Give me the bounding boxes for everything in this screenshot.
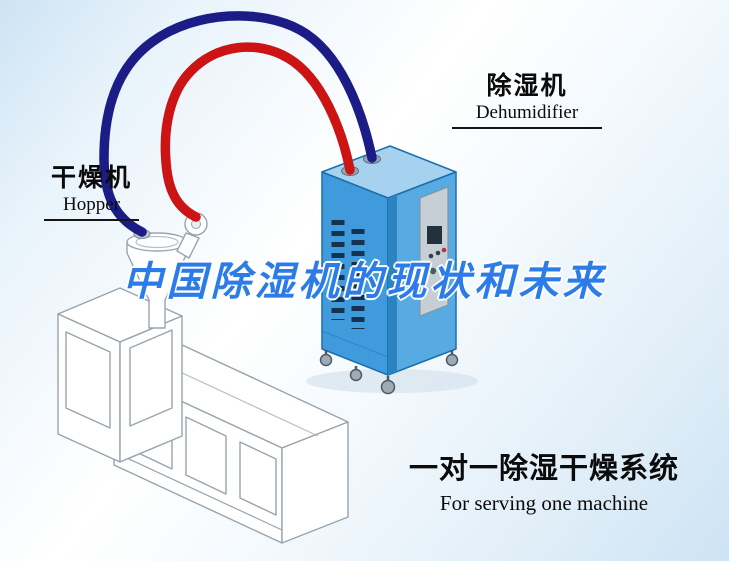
door-panel: [239, 441, 277, 516]
dehumidifier-label: 除湿机 Dehumidifier: [452, 72, 602, 129]
blower-duct: [176, 232, 200, 259]
hopper-lid-inner: [135, 235, 179, 249]
extruder-machine: [57, 287, 349, 544]
hopper-label-en: Hopper: [63, 193, 120, 215]
system-caption-zh: 一对一除湿干燥系统: [408, 453, 679, 485]
panel-button: [428, 253, 434, 259]
control-panel-plate: [419, 186, 449, 317]
caster-wheel: [349, 368, 363, 382]
system-caption-en: For serving one machine: [439, 490, 649, 515]
dehumidifier-unit: [319, 145, 459, 395]
caster-wheels: [319, 350, 459, 395]
dehumidifier-label-en: Dehumidifier: [475, 101, 579, 123]
machine-base-seam: [113, 451, 283, 531]
control-panel: [419, 186, 449, 317]
machine-body-end: [281, 421, 349, 544]
system-caption: 一对一除湿干燥系统 For serving one machine: [398, 452, 690, 516]
panel-knob: [429, 267, 437, 275]
hopper-label: 干燥机 Hopper: [44, 164, 139, 221]
control-display: [427, 226, 442, 244]
watermark-text: 中国除湿机的现状和未来: [122, 260, 607, 304]
navy-hose: [99, 11, 377, 237]
panel-button: [435, 250, 441, 256]
feed-block-panel: [65, 331, 111, 429]
caster-wheel: [319, 353, 333, 367]
feed-block-panel: [129, 329, 173, 427]
caster-wheel: [445, 353, 459, 367]
unit-front-seam: [321, 330, 389, 358]
door-panel: [185, 416, 227, 495]
caster-wheel: [380, 379, 396, 395]
red-hose: [160, 42, 355, 222]
unit-corner-stripe: [388, 194, 397, 375]
hopper-label-zh: 干燥机: [50, 164, 132, 192]
panel-indicator-light: [441, 247, 447, 253]
dehumidifier-label-zh: 除湿机: [486, 72, 568, 100]
